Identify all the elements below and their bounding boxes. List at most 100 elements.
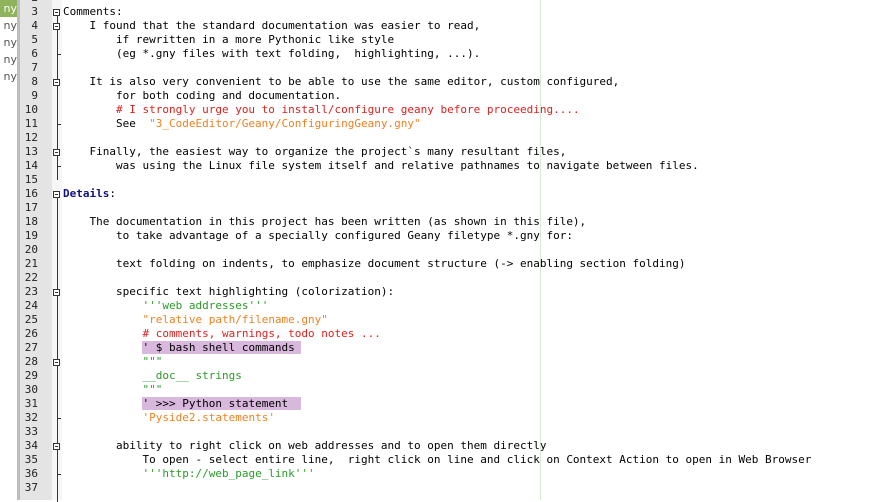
fold-end-tick bbox=[57, 166, 61, 167]
token-text: See bbox=[63, 117, 150, 130]
code-line[interactable]: """ bbox=[63, 355, 162, 369]
code-line[interactable]: I found that the standard documentation … bbox=[63, 19, 480, 33]
sidebar-document-item[interactable]: ny bbox=[0, 0, 17, 17]
line-number: 27 bbox=[24, 341, 38, 354]
token-str: 'Pyside2.statements' bbox=[142, 411, 275, 424]
line-number: 36 bbox=[24, 467, 38, 480]
code-line[interactable]: To open - select entire line, right clic… bbox=[63, 453, 811, 467]
token-text bbox=[63, 467, 142, 480]
line-number: 30 bbox=[24, 383, 38, 396]
token-text: Finally, the easiest way to organize the… bbox=[63, 145, 567, 158]
document-sidebar: ny ny ny ny ny bbox=[0, 0, 17, 500]
line-number: 29 bbox=[24, 369, 38, 382]
fold-toggle-icon[interactable] bbox=[53, 9, 60, 16]
line-number: 7 bbox=[31, 61, 38, 74]
token-text: was using the Linux file system itself a… bbox=[63, 159, 699, 172]
line-number-margin bbox=[20, 0, 52, 500]
token-doc: """ bbox=[142, 355, 163, 368]
code-line[interactable]: See "3_CodeEditor/Geany/ConfiguringGeany… bbox=[63, 117, 421, 131]
sidebar-document-item[interactable]: ny bbox=[3, 19, 17, 32]
code-line[interactable]: It is also very convenient to be able to… bbox=[63, 75, 619, 89]
line-number: 21 bbox=[24, 257, 38, 270]
token-text: if rewritten in a more Pythonic like sty… bbox=[63, 33, 395, 46]
line-number: 6 bbox=[31, 47, 38, 60]
code-line[interactable]: '''web addresses''' bbox=[63, 299, 268, 313]
code-line[interactable]: text folding on indents, to emphasize do… bbox=[63, 257, 686, 271]
fold-toggle-icon[interactable] bbox=[53, 149, 60, 156]
code-line[interactable]: Details: bbox=[63, 187, 116, 201]
sidebar-splitter[interactable] bbox=[17, 0, 20, 500]
token-doc: """ bbox=[142, 383, 163, 396]
code-line[interactable]: was using the Linux file system itself a… bbox=[63, 159, 699, 173]
code-line[interactable]: The documentation in this project has be… bbox=[63, 215, 586, 229]
code-line[interactable]: """ bbox=[63, 383, 162, 397]
sidebar-document-item[interactable]: ny bbox=[3, 36, 17, 49]
code-line[interactable]: Finally, the easiest way to organize the… bbox=[63, 145, 566, 159]
code-line[interactable]: ' $ bash shell commands bbox=[63, 341, 302, 355]
token-text bbox=[63, 313, 142, 326]
line-number: 28 bbox=[24, 355, 38, 368]
token-text: specific text highlighting (colorization… bbox=[63, 285, 395, 298]
token-text bbox=[63, 103, 116, 116]
token-text bbox=[63, 355, 142, 368]
line-number: 32 bbox=[24, 411, 38, 424]
line-number: 20 bbox=[24, 243, 38, 256]
line-number: 26 bbox=[24, 327, 38, 340]
line-number: 11 bbox=[24, 117, 38, 130]
token-text bbox=[63, 327, 142, 340]
code-line[interactable]: to take advantage of a specially configu… bbox=[63, 229, 573, 243]
line-number: 2 bbox=[20, 0, 38, 5]
code-line[interactable]: # comments, warnings, todo notes ... bbox=[63, 327, 381, 341]
code-line[interactable]: # I strongly urge you to install/configu… bbox=[63, 103, 580, 117]
code-line[interactable]: 'Pyside2.statements' bbox=[63, 411, 275, 425]
token-text: : bbox=[109, 187, 116, 200]
line-number: 3 bbox=[31, 5, 38, 18]
token-text: ability to right click on web addresses … bbox=[63, 439, 547, 452]
line-number: 22 bbox=[24, 271, 38, 284]
line-number: 18 bbox=[24, 215, 38, 228]
token-str: "relative path/filename.gny" bbox=[142, 313, 328, 326]
code-line[interactable]: ability to right click on web addresses … bbox=[63, 439, 546, 453]
line-number: 5 bbox=[31, 33, 38, 46]
line-number: 23 bbox=[24, 285, 38, 298]
sidebar-document-item[interactable]: ny bbox=[3, 70, 17, 83]
fold-toggle-icon[interactable] bbox=[53, 359, 60, 366]
token-text: It is also very convenient to be able to… bbox=[63, 75, 620, 88]
line-number: 17 bbox=[24, 201, 38, 214]
token-text bbox=[63, 411, 142, 424]
fold-toggle-icon[interactable] bbox=[53, 443, 60, 450]
line-number: 10 bbox=[24, 103, 38, 116]
code-line[interactable]: __doc__ strings bbox=[63, 369, 241, 383]
code-line[interactable]: for both coding and documentation. bbox=[63, 89, 341, 103]
fold-toggle-icon[interactable] bbox=[53, 23, 60, 30]
fold-line bbox=[57, 198, 58, 502]
fold-toggle-icon[interactable] bbox=[53, 289, 60, 296]
token-com: # comments, warnings, todo notes ... bbox=[142, 327, 381, 340]
line-number: 16 bbox=[24, 187, 38, 200]
sidebar-document-item[interactable]: ny bbox=[3, 53, 17, 66]
line-number: 12 bbox=[24, 131, 38, 144]
code-line[interactable]: "relative path/filename.gny" bbox=[63, 313, 328, 327]
fold-end-tick bbox=[57, 124, 61, 125]
code-line[interactable]: specific text highlighting (colorization… bbox=[63, 285, 394, 299]
line-number: 15 bbox=[24, 173, 38, 186]
line-number: 24 bbox=[24, 299, 38, 312]
code-line[interactable]: '''http://web_page_link''' bbox=[63, 467, 314, 481]
fold-end-tick bbox=[57, 54, 61, 55]
fold-end-tick bbox=[57, 474, 61, 475]
fold-end-tick bbox=[57, 418, 61, 419]
fold-toggle-icon[interactable] bbox=[53, 79, 60, 86]
code-line[interactable]: if rewritten in a more Pythonic like sty… bbox=[63, 33, 394, 47]
token-text: The documentation in this project has be… bbox=[63, 215, 587, 228]
code-line[interactable]: ' >>> Python statement bbox=[63, 397, 302, 411]
token-head: Details bbox=[63, 187, 110, 200]
fold-toggle-icon[interactable] bbox=[53, 191, 60, 198]
line-number: 14 bbox=[24, 159, 38, 172]
code-line[interactable]: (eg *.gny files with text folding, highl… bbox=[63, 47, 480, 61]
token-text bbox=[63, 341, 142, 354]
line-number: 9 bbox=[31, 89, 38, 102]
code-line[interactable]: Comments: bbox=[63, 5, 123, 19]
token-com: # I strongly urge you to install/configu… bbox=[115, 103, 580, 116]
line-number: 25 bbox=[24, 313, 38, 326]
token-text: for both coding and documentation. bbox=[63, 89, 342, 102]
